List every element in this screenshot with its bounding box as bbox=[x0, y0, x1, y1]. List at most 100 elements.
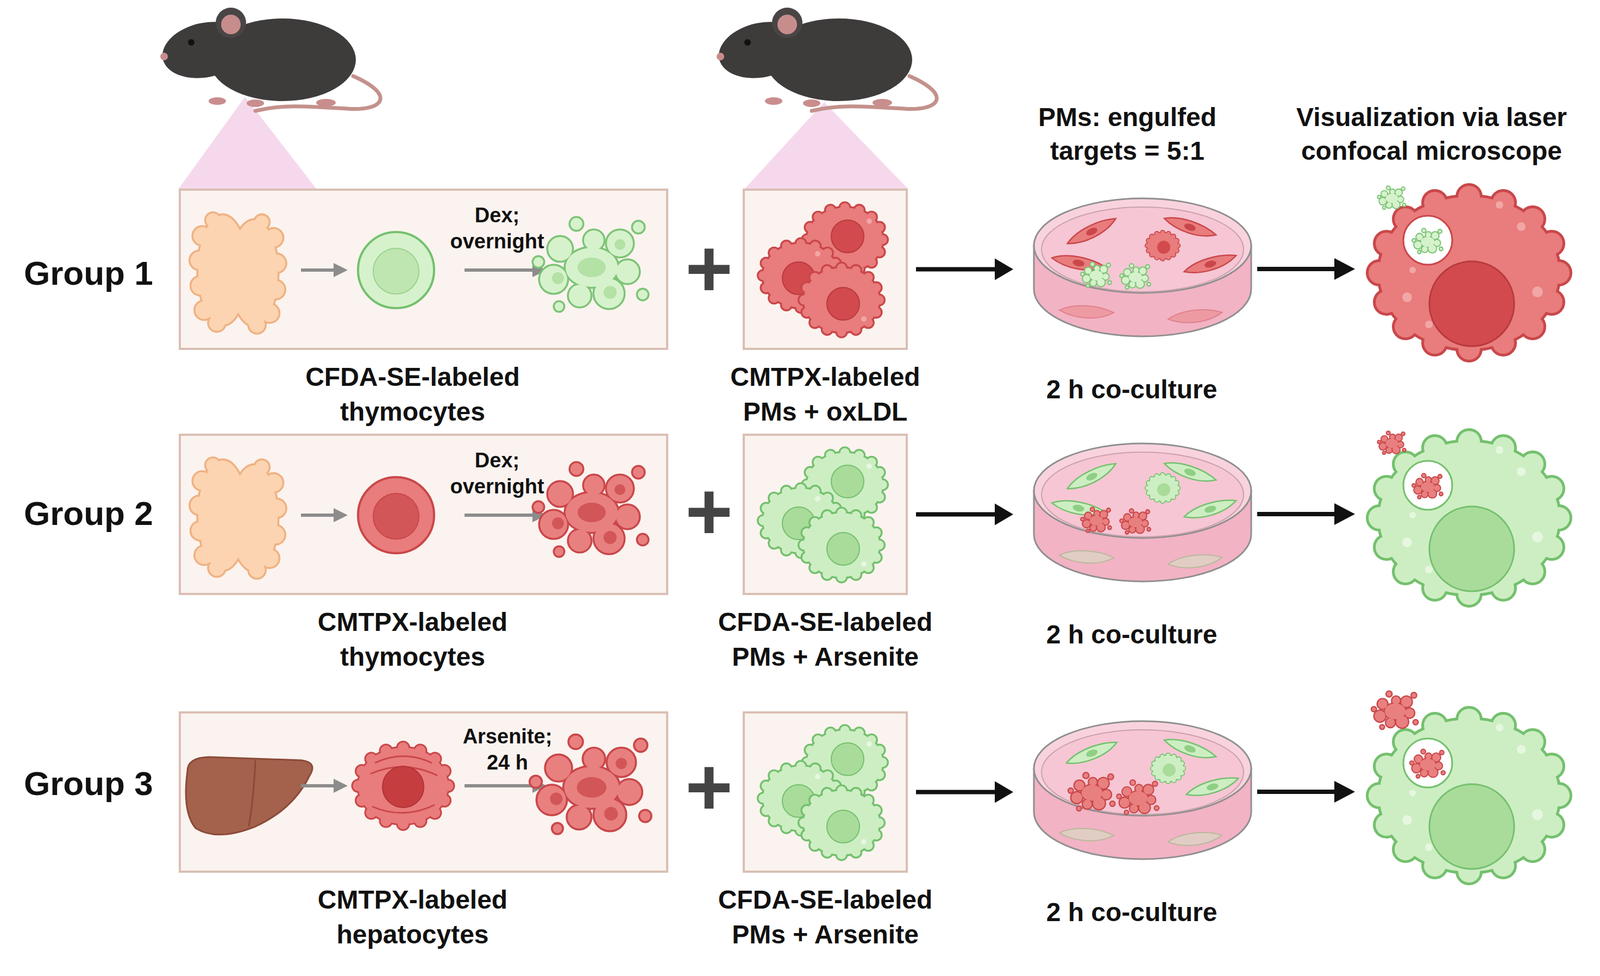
group-row bbox=[799, 786, 884, 859]
group-row bbox=[831, 220, 864, 253]
group-row bbox=[1371, 691, 1418, 729]
group-row bbox=[1425, 565, 1433, 574]
mouse-figure bbox=[157, 7, 937, 189]
group-row bbox=[178, 188, 669, 350]
arrow-line bbox=[915, 512, 999, 517]
group-row bbox=[1409, 266, 1416, 274]
culture-dish: 2 h co-culture bbox=[1032, 193, 1253, 337]
group-row bbox=[1412, 228, 1443, 253]
group-row bbox=[742, 188, 908, 350]
group-row bbox=[1334, 503, 1355, 525]
group-row bbox=[799, 263, 884, 337]
group-row bbox=[1145, 473, 1181, 503]
group-row bbox=[1120, 509, 1151, 533]
node-label: CFDA-SE-labeled PMs + Arsenite bbox=[708, 882, 943, 952]
group-row bbox=[464, 513, 535, 517]
group-row bbox=[373, 248, 419, 294]
group-row bbox=[1334, 780, 1355, 803]
group-row bbox=[533, 217, 648, 311]
group-row bbox=[1084, 471, 1099, 482]
group-row bbox=[1041, 729, 1244, 815]
group-row bbox=[300, 783, 336, 788]
mouse-figure bbox=[157, 7, 381, 111]
group-row bbox=[1495, 201, 1504, 209]
group-row bbox=[1120, 264, 1151, 288]
group-row bbox=[831, 465, 864, 498]
group-row bbox=[1368, 430, 1570, 605]
group-row bbox=[1071, 503, 1085, 513]
group-row bbox=[826, 532, 860, 566]
group-row bbox=[1157, 482, 1171, 497]
group-row bbox=[1058, 825, 1223, 847]
group-row bbox=[1058, 303, 1115, 320]
group-row bbox=[248, 760, 256, 827]
group-row bbox=[1403, 460, 1453, 510]
group-row bbox=[358, 477, 435, 554]
group-row bbox=[1429, 506, 1515, 592]
group-row bbox=[370, 756, 438, 813]
group-row bbox=[464, 268, 535, 272]
group-row bbox=[1402, 814, 1413, 825]
treatment-label: Dex; overnight bbox=[442, 447, 552, 500]
group-row bbox=[1403, 215, 1453, 265]
group-row bbox=[358, 231, 435, 309]
group-row bbox=[1203, 504, 1217, 514]
group-row bbox=[178, 691, 1570, 883]
group-row bbox=[1145, 473, 1181, 503]
group-row bbox=[1081, 262, 1112, 287]
group-row bbox=[1033, 443, 1252, 538]
group-row bbox=[333, 778, 348, 793]
group-row bbox=[1425, 320, 1433, 329]
group-row bbox=[1410, 749, 1445, 778]
group-row bbox=[1257, 511, 1338, 517]
group-row bbox=[861, 838, 867, 845]
macrophage-panel: CMTPX-labeled PMs + oxLDL bbox=[742, 188, 908, 350]
group-row bbox=[1516, 222, 1526, 231]
mouse-figure bbox=[713, 7, 937, 111]
group-row bbox=[178, 430, 1570, 605]
group-row bbox=[866, 463, 872, 469]
group-row bbox=[533, 217, 648, 311]
group-row bbox=[1532, 531, 1543, 543]
group-row bbox=[1058, 825, 1115, 843]
node-label: CFDA-SE-labeled PMs + Arsenite bbox=[708, 604, 943, 675]
node-label: 2 h co-culture bbox=[1017, 894, 1246, 930]
group-row bbox=[1371, 691, 1418, 729]
group-row bbox=[1203, 259, 1217, 269]
group-row bbox=[333, 262, 348, 278]
node-label: CMTPX-labeled hepatocytes bbox=[260, 882, 566, 952]
group-row bbox=[1068, 773, 1115, 811]
group-row bbox=[1120, 509, 1151, 533]
group-row bbox=[1071, 258, 1085, 268]
group-row bbox=[551, 239, 626, 299]
treatment-label: Dex; overnight bbox=[442, 202, 552, 255]
group-row bbox=[1120, 264, 1151, 288]
node-label: 2 h co-culture bbox=[1017, 372, 1246, 407]
group-row bbox=[300, 268, 336, 272]
group-row bbox=[178, 433, 669, 595]
arrow-head bbox=[994, 781, 1014, 803]
group-row bbox=[1410, 749, 1445, 778]
column-heading: Visualization via laser confocal microsc… bbox=[1268, 100, 1595, 168]
group-row bbox=[1162, 763, 1176, 777]
group-row bbox=[178, 711, 669, 873]
group-row bbox=[1064, 459, 1120, 494]
group-row bbox=[1368, 185, 1570, 360]
group-row bbox=[1182, 496, 1239, 522]
group-row bbox=[826, 287, 860, 320]
mouse-figure bbox=[178, 96, 317, 189]
group-row bbox=[1167, 552, 1223, 570]
group-row bbox=[382, 766, 424, 808]
group-row bbox=[1183, 222, 1197, 233]
group-row bbox=[1167, 307, 1223, 325]
group-row bbox=[799, 263, 884, 337]
group-row bbox=[1117, 780, 1159, 814]
group-row bbox=[1368, 185, 1570, 360]
arrow-line bbox=[915, 267, 999, 272]
group-row bbox=[549, 757, 627, 821]
group-row bbox=[551, 484, 626, 544]
group-row bbox=[1257, 789, 1338, 794]
group-row bbox=[1084, 748, 1099, 759]
group-row bbox=[1334, 258, 1355, 280]
group-row bbox=[799, 508, 884, 582]
